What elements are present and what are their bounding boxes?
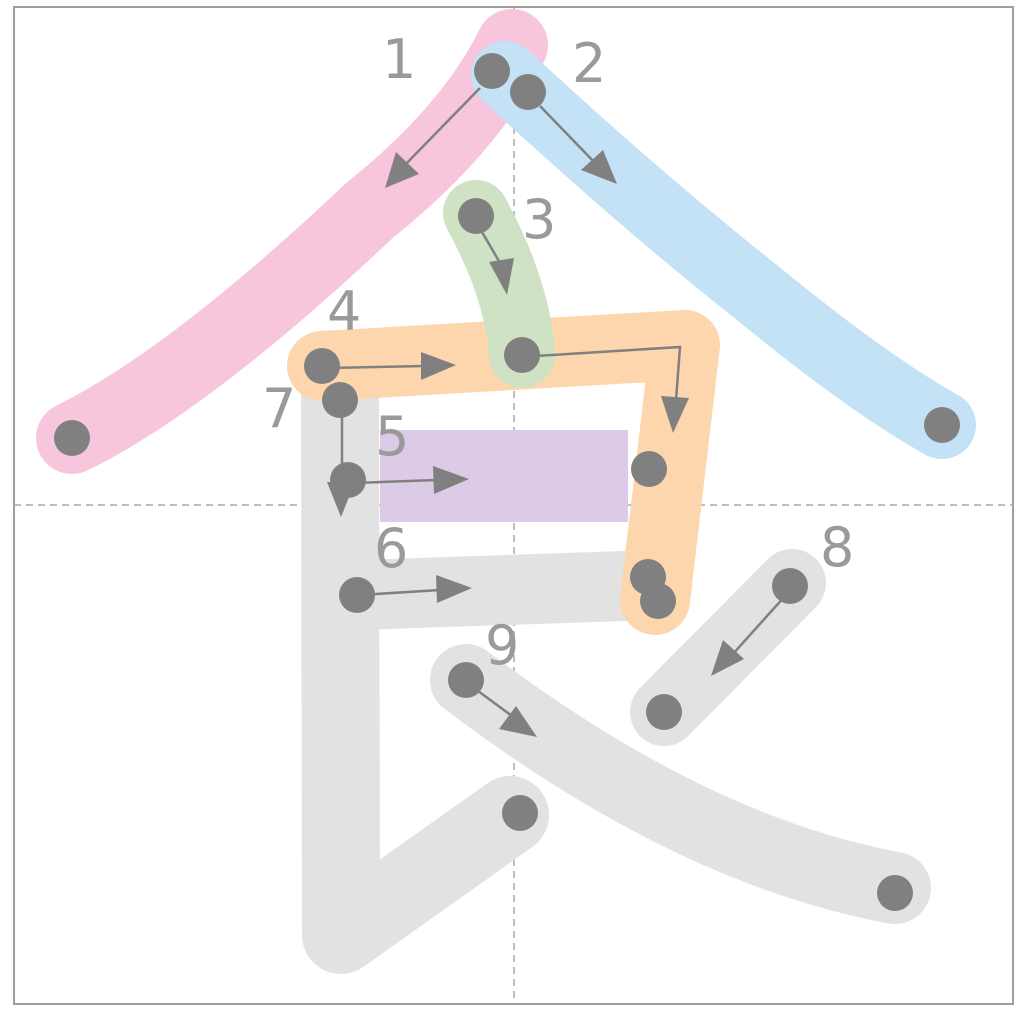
stroke-3-number: 3 [522, 188, 556, 251]
stroke-5-start-dot [330, 462, 366, 498]
stroke-4-turn-dot [631, 451, 667, 487]
stroke-8-number: 8 [820, 516, 854, 579]
stroke-6-band [323, 550, 690, 630]
stroke-5-number: 5 [375, 405, 409, 468]
stroke-3-arrow [480, 231, 514, 295]
stroke-2-start-dot [510, 74, 546, 110]
stroke-4-start-dot [304, 348, 340, 384]
stroke-5-end-dot [640, 583, 676, 619]
stroke-8-start-dot [772, 568, 808, 604]
stroke-7-start-dot [322, 382, 358, 418]
stroke-2-band [471, 41, 976, 459]
stroke-4-number: 4 [327, 280, 361, 343]
stroke-9-end-dot [877, 875, 913, 911]
stroke-6-number: 6 [374, 517, 408, 580]
stroke-4-arrow [327, 345, 689, 433]
stroke-5-band [380, 430, 628, 522]
stroke-6-start-dot [339, 577, 375, 613]
stroke-1-end-dot [54, 420, 90, 456]
stroke-2-arrow [539, 105, 617, 184]
stroke-4-band [287, 310, 720, 635]
stroke-9-number: 9 [485, 614, 519, 677]
stroke-5-arrow [353, 466, 469, 494]
stroke-3-start-dot [458, 198, 494, 234]
stroke-9-start-dot [448, 662, 484, 698]
stroke-1-number: 1 [382, 28, 416, 91]
stroke-3-end-dot [504, 337, 540, 373]
stroke-7-end-dot [502, 795, 538, 831]
stroke-7-number: 7 [262, 377, 296, 440]
stroke-9-arrow [473, 686, 537, 737]
stroke-2-number: 2 [572, 32, 606, 95]
stroke-1-band [36, 9, 548, 474]
stroke-8-end-dot [646, 694, 682, 730]
stroke-1-arrow [385, 87, 481, 188]
stroke-dots [54, 53, 960, 911]
stroke-2-end-dot [924, 407, 960, 443]
stroke-1-start-dot [474, 53, 510, 89]
stroke-8-arrow [711, 594, 787, 676]
